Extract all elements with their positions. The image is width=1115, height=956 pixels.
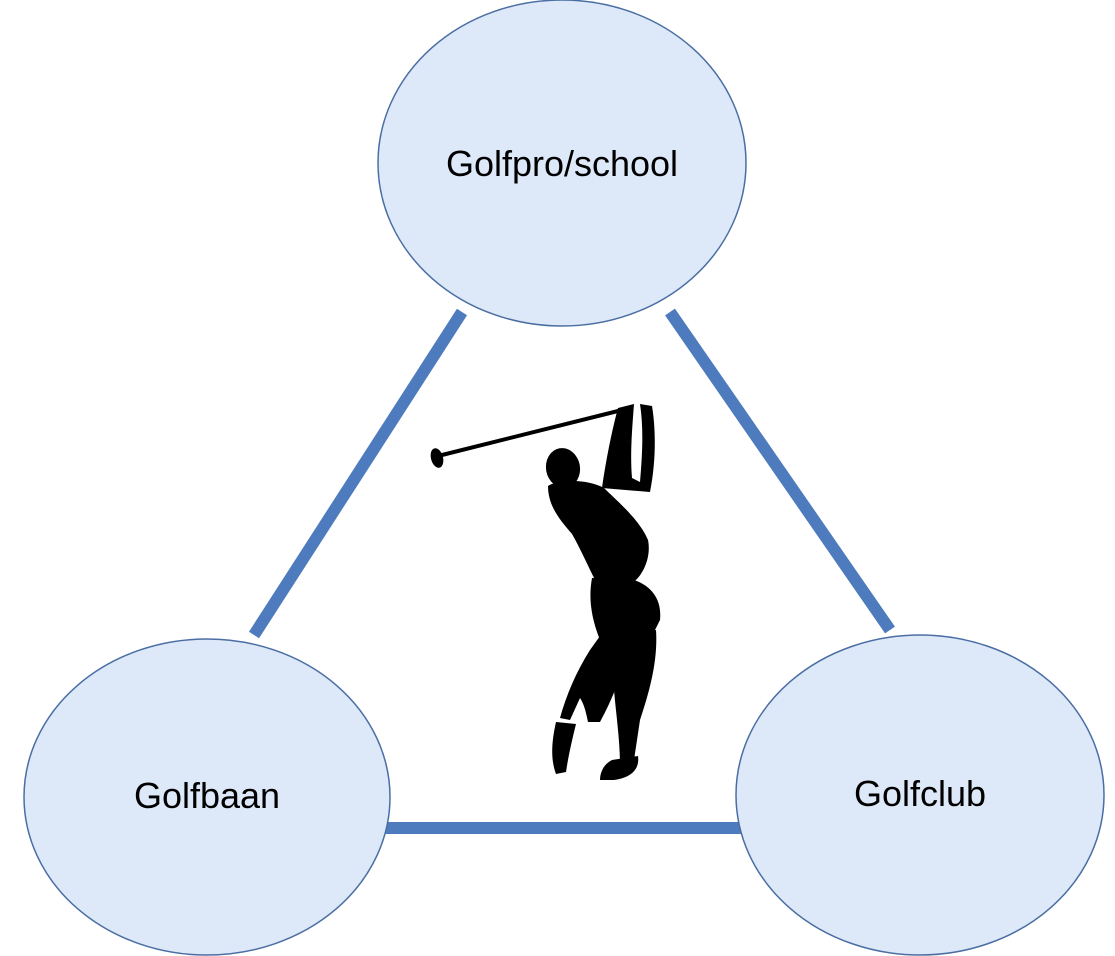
node-right: Golfclub (735, 634, 1105, 956)
node-left: Golfbaan (23, 638, 391, 956)
node-left-circle (23, 638, 391, 956)
golfer-silhouette-icon (430, 404, 661, 780)
triangle-edges (248, 308, 895, 834)
node-top-label: Golfpro/school (446, 143, 678, 184)
node-right-label: Golfclub (854, 773, 986, 814)
node-right-circle (735, 634, 1105, 956)
node-top-circle (377, 0, 747, 327)
edge-top-right (665, 308, 895, 634)
node-left-label: Golfbaan (134, 775, 280, 816)
edge-top-left (248, 308, 468, 639)
node-top: Golfpro/school (377, 0, 747, 327)
